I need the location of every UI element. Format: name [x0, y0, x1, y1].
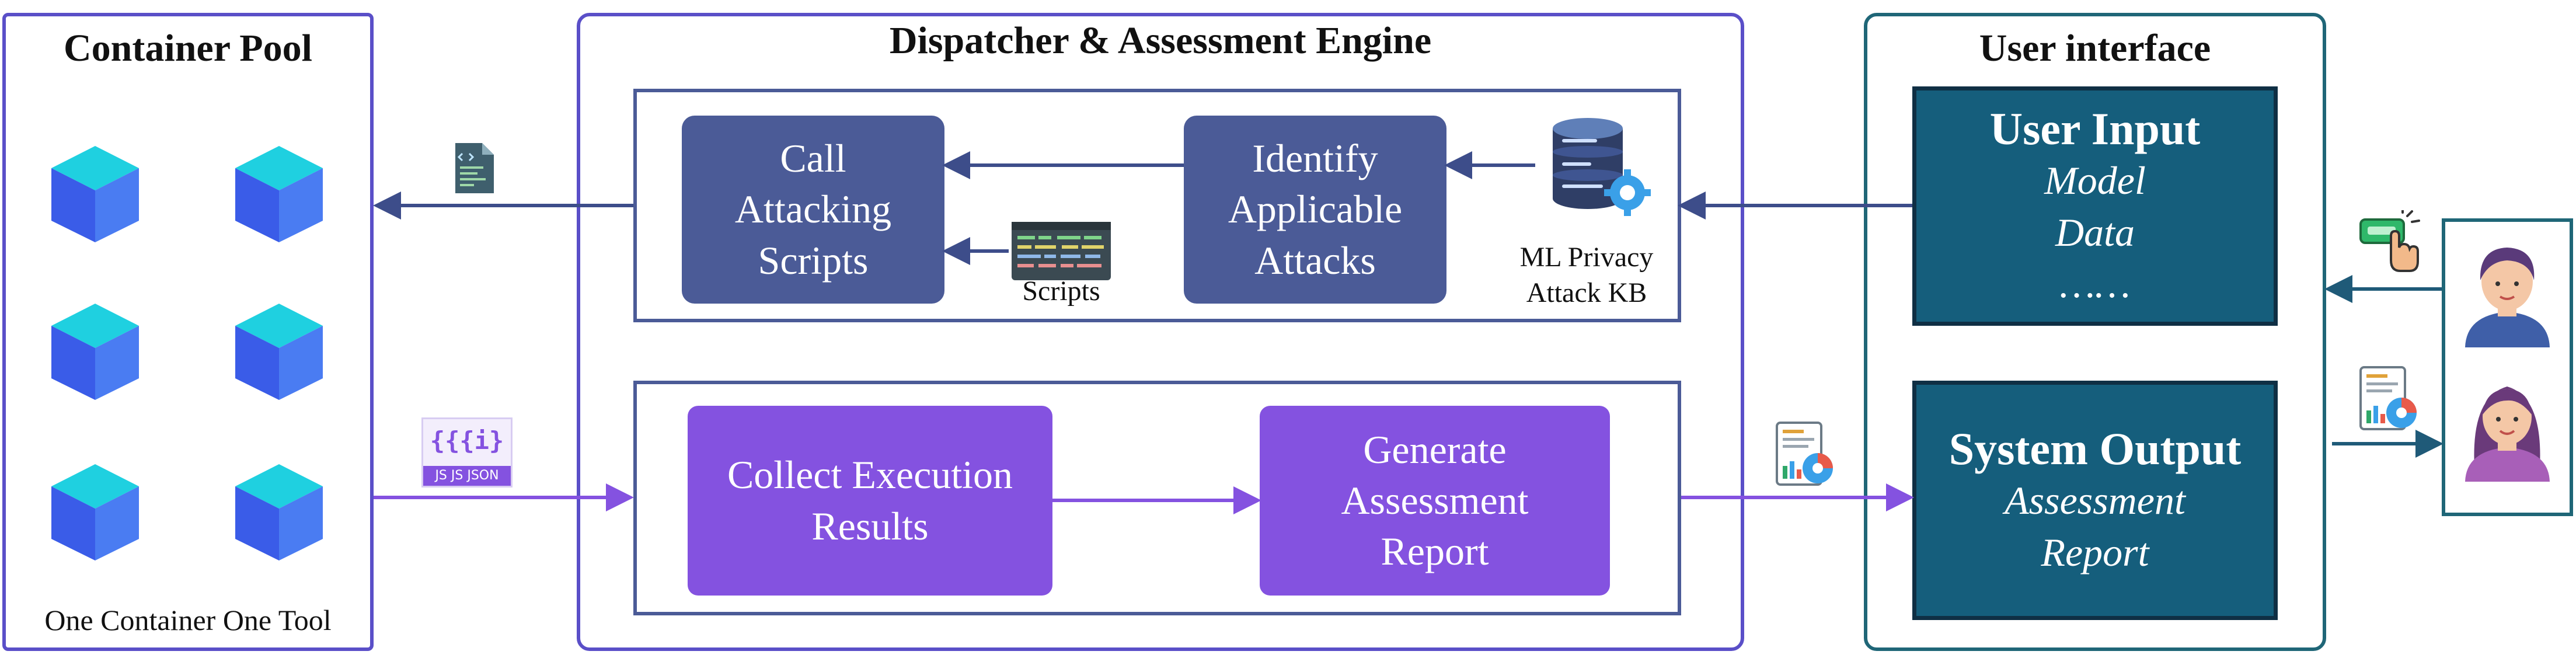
system-output-item-report: Report	[2041, 530, 2149, 575]
engine-title: Dispatcher & Assessment Engine	[889, 19, 1432, 62]
collect-execution-results-box: Collect Execution Results	[688, 406, 1052, 596]
report-chart-icon	[1776, 422, 1833, 486]
assessment-frame	[633, 381, 1681, 615]
identify-applicable-attacks-box: Identify Applicable Attacks	[1184, 116, 1446, 304]
call-line-1: Call	[780, 136, 846, 181]
collect-line-2: Results	[811, 503, 929, 548]
container-pool-footer: One Container One Tool	[44, 604, 332, 636]
click-button-icon	[2359, 210, 2420, 272]
user-input-box: User Input Model Data ……	[1912, 86, 2278, 326]
engine-panel	[577, 13, 1744, 651]
user-input-item-data: Data	[2055, 210, 2135, 255]
call-line-2: Attacking	[734, 187, 892, 232]
user-input-item-more: ……	[2059, 262, 2131, 307]
json-glyph: {{{i}	[430, 426, 504, 455]
kb-label-line-1: ML Privacy	[1519, 242, 1654, 273]
call-line-3: Scripts	[758, 238, 869, 283]
kb-label: ML Privacy Attack KB	[1490, 239, 1683, 311]
user-interface-title: User interface	[1979, 27, 2211, 69]
json-file-icon: {{{i} JS JS JSON	[421, 417, 513, 488]
identify-line-3: Attacks	[1254, 238, 1376, 283]
scripts-label: Scripts	[1022, 276, 1100, 307]
container-pool-panel	[2, 13, 374, 651]
system-output-title: System Output	[1948, 423, 2242, 474]
code-file-icon	[455, 143, 494, 193]
user-avatar-female-icon	[2465, 387, 2550, 482]
system-output-box: System Output Assessment Report	[1912, 381, 2278, 620]
identify-line-1: Identify	[1252, 136, 1378, 181]
users-panel	[2442, 218, 2573, 516]
system-output-item-assessment: Assessment	[2005, 478, 2185, 523]
container-pool-title: Container Pool	[64, 27, 312, 69]
identify-line-2: Applicable	[1228, 187, 1403, 232]
generate-assessment-report-box: Generate Assessment Report	[1260, 406, 1610, 596]
scripts-icon	[1012, 222, 1111, 280]
report-icon-small	[2359, 366, 2417, 430]
generate-line-1: Generate	[1363, 427, 1507, 472]
user-input-item-model: Model	[2044, 158, 2146, 203]
generate-line-3: Report	[1381, 529, 1489, 574]
user-avatar-icon	[2465, 248, 2550, 347]
json-tag: JS JS JSON	[423, 466, 511, 486]
user-input-title: User Input	[1989, 103, 2201, 154]
kb-label-line-2: Attack KB	[1526, 277, 1647, 309]
generate-line-2: Assessment	[1341, 478, 1529, 523]
database-gear-icon	[1553, 118, 1651, 216]
call-attacking-scripts-box: Call Attacking Scripts	[682, 116, 944, 304]
user-interface-panel	[1864, 13, 2326, 651]
collect-line-1: Collect Execution	[727, 452, 1013, 497]
